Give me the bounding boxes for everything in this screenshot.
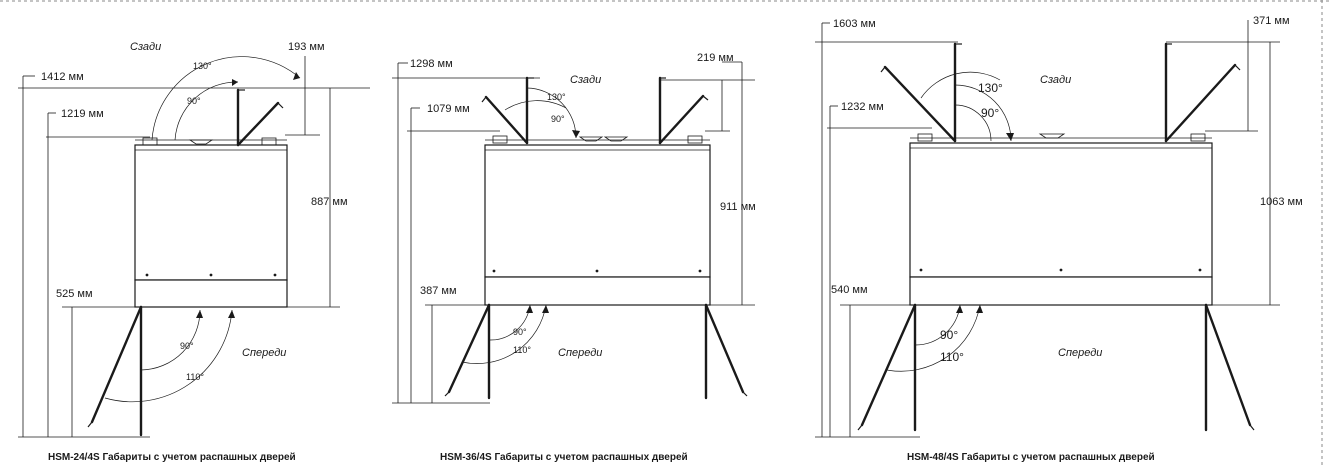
angle-front-closed: 90° xyxy=(940,328,958,342)
dim-back-door-width: 193 мм xyxy=(288,41,325,53)
angle-front-open: 110° xyxy=(186,372,204,382)
front-door-right-open xyxy=(1204,303,1252,427)
back-door-right-open xyxy=(658,94,705,145)
angle-back-open: 130° xyxy=(193,61,212,71)
dim-front-door: 540 мм xyxy=(831,284,868,296)
angle-back-closed: 90° xyxy=(981,106,999,120)
diagram-hsm-36: 1298 мм 1079 мм 387 мм 219 мм 911 мм Сза… xyxy=(392,52,756,463)
cabinet-body xyxy=(134,144,288,281)
front-door-open xyxy=(90,305,143,424)
dim-total-height: 1603 мм xyxy=(833,18,876,30)
diagram-caption: HSM-36/4S Габариты с учетом распашных дв… xyxy=(440,451,688,463)
dim-lid-height: 1079 мм xyxy=(427,103,470,115)
cabinet-base xyxy=(134,279,288,308)
angle-front-open: 110° xyxy=(940,350,964,364)
front-door-right-open xyxy=(704,303,745,394)
back-door-right-open xyxy=(1164,63,1237,143)
back-door-left-open xyxy=(484,95,529,145)
diagram-hsm-48: 1603 мм 1232 мм 540 мм 371 мм 1063 мм Сз… xyxy=(815,15,1303,463)
back-label: Сзади xyxy=(1040,74,1071,86)
dim-total-height: 1412 мм xyxy=(41,71,84,83)
angle-front-open: 110° xyxy=(513,345,531,355)
dim-cabinet-height: 911 мм xyxy=(720,201,756,213)
diagram-caption: HSM-24/4S Габариты с учетом распашных дв… xyxy=(48,451,296,463)
dim-back-door-width: 371 мм xyxy=(1253,15,1290,27)
cabinet-base xyxy=(909,276,1213,306)
angle-back-closed: 90° xyxy=(551,114,565,124)
angle-front-closed: 90° xyxy=(513,327,527,337)
front-door-left-open xyxy=(860,303,917,427)
back-label: Сзади xyxy=(570,74,601,86)
cabinet-base xyxy=(484,276,711,306)
front-door-left-open xyxy=(447,303,491,394)
angle-back-open: 130° xyxy=(978,81,1003,95)
back-door-open xyxy=(236,101,280,147)
dim-lid-height: 1219 мм xyxy=(61,108,104,120)
dim-cabinet-height: 1063 мм xyxy=(1260,196,1303,208)
front-label: Спереди xyxy=(242,347,286,359)
diagram-hsm-24: 1412 мм 1219 мм 525 мм 193 мм 887 мм Сза… xyxy=(18,41,370,463)
back-door-left-open xyxy=(883,65,957,143)
front-label: Спереди xyxy=(1058,347,1102,359)
angle-back-closed: 90° xyxy=(187,96,201,106)
back-label: Сзади xyxy=(130,41,161,53)
cabinet-body xyxy=(484,144,711,278)
dim-back-door-width: 219 мм xyxy=(697,52,734,64)
dim-front-door: 525 мм xyxy=(56,288,93,300)
front-label: Спереди xyxy=(558,347,602,359)
dim-cabinet-height: 887 мм xyxy=(311,196,348,208)
diagram-caption: HSM-48/4S Габариты с учетом распашных дв… xyxy=(907,451,1155,463)
dim-lid-height: 1232 мм xyxy=(841,101,884,113)
angle-front-closed: 90° xyxy=(180,341,194,351)
cabinet-body xyxy=(909,142,1213,278)
angle-back-open: 130° xyxy=(547,92,566,102)
dim-total-height: 1298 мм xyxy=(410,58,453,70)
dim-front-door: 387 мм xyxy=(420,285,457,297)
